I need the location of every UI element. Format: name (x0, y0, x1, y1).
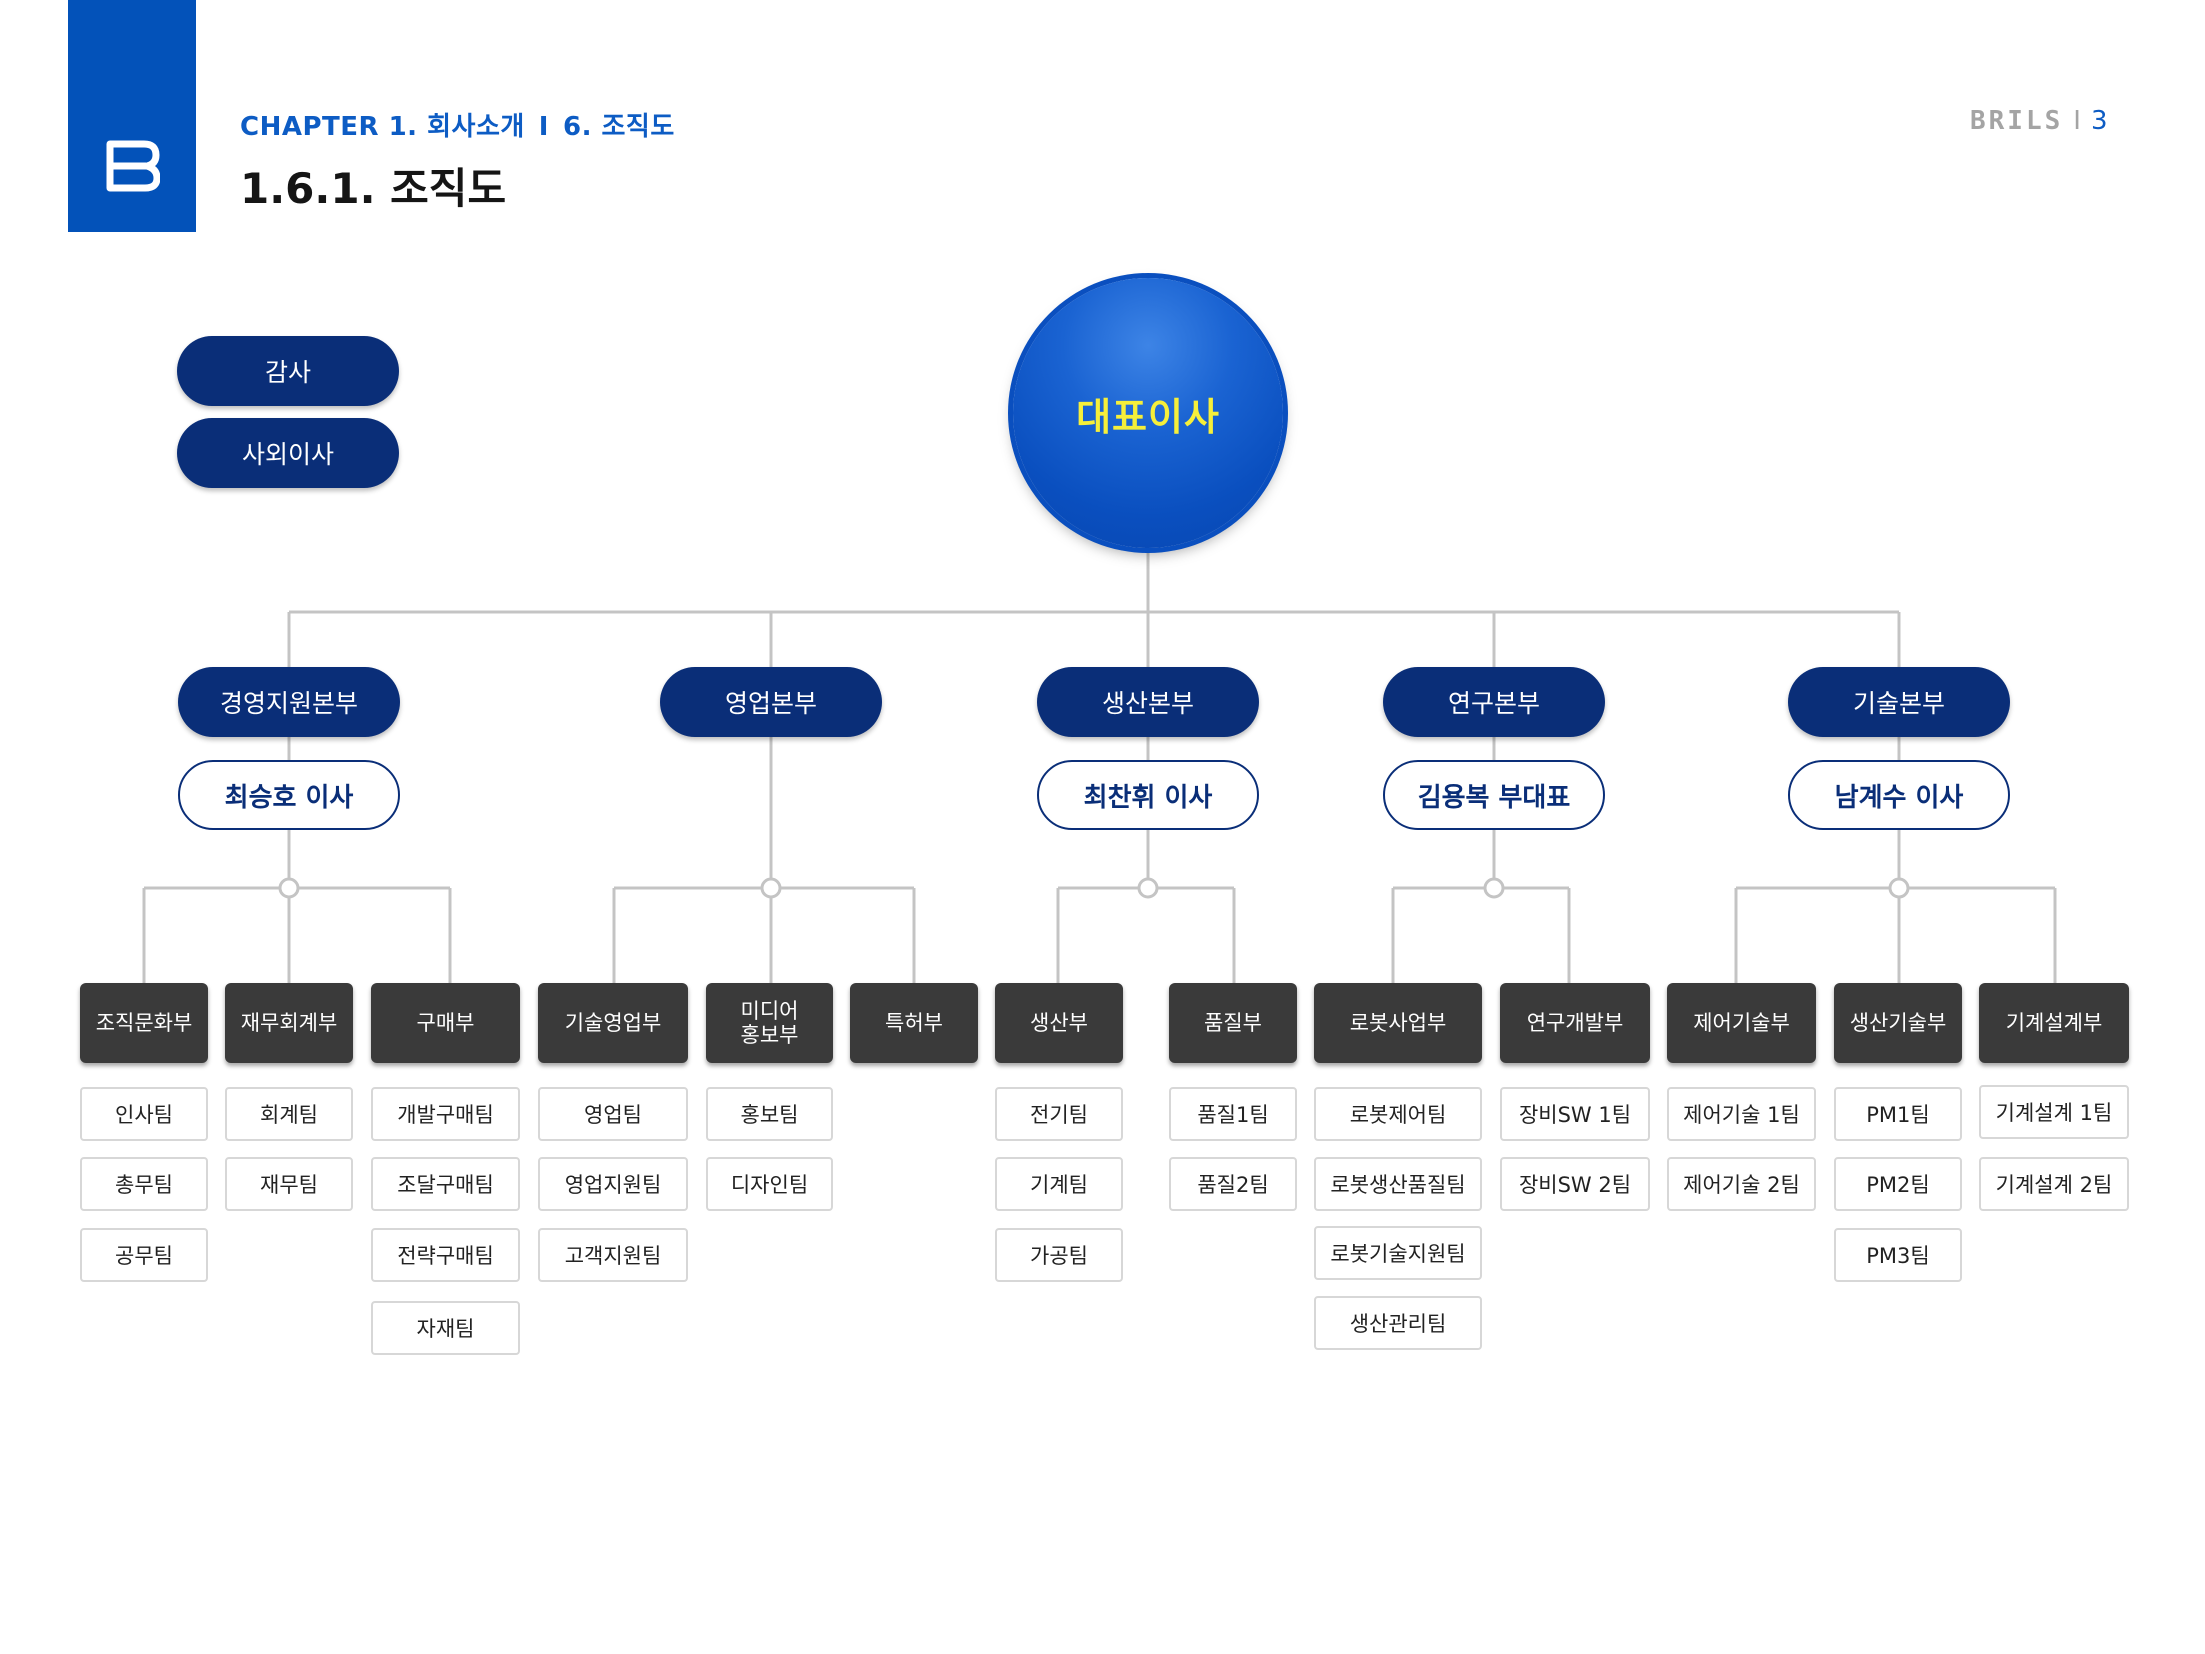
team-procurement: 조달구매팀 (371, 1157, 520, 1211)
brand-logo-block (68, 0, 196, 232)
dept-mech-design: 기계설계부 (1979, 983, 2129, 1063)
ceo-node: 대표이사 (1013, 278, 1283, 548)
dept-quality: 품질부 (1169, 983, 1297, 1063)
team-control-tech-1: 제어기술 1팀 (1667, 1087, 1816, 1141)
team-pm-1: PM1팀 (1834, 1087, 1962, 1141)
dept-purchasing: 구매부 (371, 983, 520, 1063)
team-pm-2: PM2팀 (1834, 1157, 1962, 1211)
team-equipment-sw-2: 장비SW 2팀 (1500, 1157, 1650, 1211)
team-design: 디자인팀 (706, 1157, 833, 1211)
page-number: 3 (2090, 106, 2108, 136)
advisor-auditor: 감사 (177, 336, 399, 406)
team-finance: 재무팀 (225, 1157, 353, 1211)
brand-b-icon (106, 140, 160, 192)
team-pm-3: PM3팀 (1834, 1228, 1962, 1282)
team-robot-production-quality: 로봇생산품질팀 (1314, 1157, 1482, 1211)
ceo-label: 대표이사 (1076, 394, 1220, 439)
dept-media-pr: 미디어 홍보부 (706, 983, 833, 1063)
chapter-breadcrumb: CHAPTER 1. 회사소개 I 6. 조직도 (240, 106, 675, 143)
team-sales: 영업팀 (538, 1087, 688, 1141)
dept-production-tech: 생산기술부 (1834, 983, 1962, 1063)
team-hr: 인사팀 (80, 1087, 208, 1141)
head-production: 최찬휘 이사 (1037, 760, 1259, 830)
team-materials: 자재팀 (371, 1301, 520, 1355)
team-quality-2: 품질2팀 (1169, 1157, 1297, 1211)
team-control-tech-2: 제어기술 2팀 (1667, 1157, 1816, 1211)
dept-robot-business: 로봇사업부 (1314, 983, 1482, 1063)
team-dev-purchasing: 개발구매팀 (371, 1087, 520, 1141)
dept-rnd: 연구개발부 (1500, 983, 1650, 1063)
team-pr: 홍보팀 (706, 1087, 833, 1141)
team-accounting: 회계팀 (225, 1087, 353, 1141)
dept-production: 생산부 (995, 983, 1123, 1063)
team-general-affairs: 총무팀 (80, 1157, 208, 1211)
chapter-label: CHAPTER 1. 회사소개 (240, 112, 525, 142)
team-public-affairs: 공무팀 (80, 1228, 208, 1282)
division-research: 연구본부 (1383, 667, 1605, 737)
head-research: 김용복 부대표 (1383, 760, 1605, 830)
team-robot-tech-support: 로봇기술지원팀 (1314, 1226, 1482, 1280)
dept-tech-sales: 기술영업부 (538, 983, 688, 1063)
team-robot-control: 로봇제어팀 (1314, 1087, 1482, 1141)
section-label: 6. 조직도 (562, 112, 675, 142)
dept-control-tech: 제어기술부 (1667, 983, 1816, 1063)
team-mech-design-1: 기계설계 1팀 (1979, 1085, 2129, 1139)
team-equipment-sw-1: 장비SW 1팀 (1500, 1087, 1650, 1141)
team-mech-design-2: 기계설계 2팀 (1979, 1157, 2129, 1211)
dept-org-culture: 조직문화부 (80, 983, 208, 1063)
dept-patent: 특허부 (850, 983, 978, 1063)
breadcrumb-separator: I (538, 112, 549, 142)
team-machining: 가공팀 (995, 1228, 1123, 1282)
division-sales: 영업본부 (660, 667, 882, 737)
advisor-outside-director: 사외이사 (177, 418, 399, 488)
division-management-support: 경영지원본부 (178, 667, 400, 737)
team-mechanical: 기계팀 (995, 1157, 1123, 1211)
head-technology: 남계수 이사 (1788, 760, 2010, 830)
head-management-support: 최승호 이사 (178, 760, 400, 830)
dept-finance-accounting: 재무회계부 (225, 983, 353, 1063)
division-technology: 기술본부 (1788, 667, 2010, 737)
team-strategic-purchasing: 전략구매팀 (371, 1228, 520, 1282)
brand-name: BRILS (1970, 106, 2064, 136)
division-production: 생산본부 (1037, 667, 1259, 737)
team-production-management: 생산관리팀 (1314, 1296, 1482, 1350)
brand-separator: I (2073, 106, 2081, 136)
page-title: 1.6.1. 조직도 (240, 164, 507, 213)
team-quality-1: 품질1팀 (1169, 1087, 1297, 1141)
team-customer-support: 고객지원팀 (538, 1228, 688, 1282)
team-electrical: 전기팀 (995, 1087, 1123, 1141)
team-sales-support: 영업지원팀 (538, 1157, 688, 1211)
